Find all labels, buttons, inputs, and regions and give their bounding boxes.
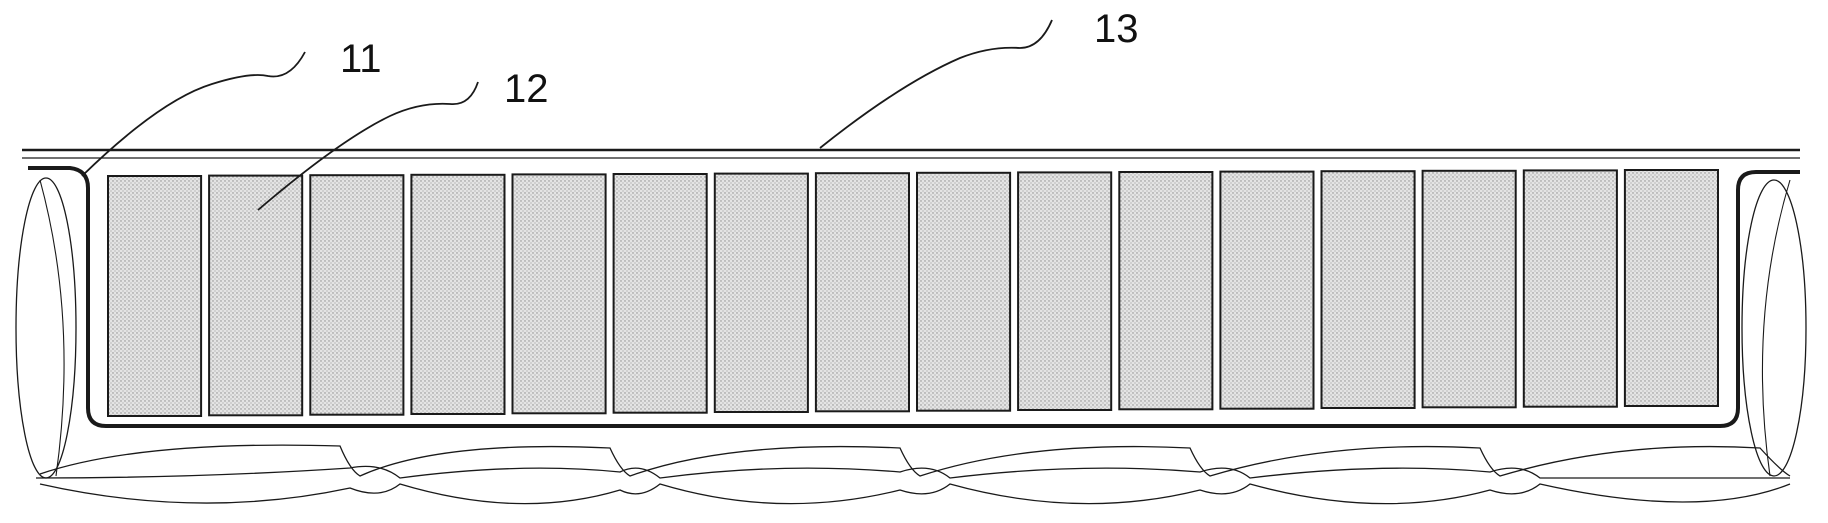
battery-cell	[713, 172, 809, 413]
battery-cells	[107, 169, 1720, 417]
left-end-cushion-inner	[39, 179, 65, 477]
battery-cell	[814, 172, 911, 413]
label-12: 12	[504, 67, 549, 111]
battery-cell	[612, 173, 708, 414]
battery-cell	[309, 174, 405, 416]
battery-cell	[1421, 169, 1517, 409]
battery-cell	[1320, 170, 1416, 409]
label-13: 13	[1094, 7, 1139, 51]
leader-line-12	[257, 81, 479, 211]
battery-cell	[916, 171, 1012, 412]
battery-cell	[1219, 170, 1315, 410]
battery-cell	[511, 173, 607, 415]
battery-cell	[107, 175, 203, 417]
label-11: 11	[340, 37, 382, 81]
battery-cell	[1522, 169, 1618, 408]
outer-bag-upper-wave	[39, 444, 1791, 477]
left-end-cushion	[15, 177, 77, 479]
leader-line-13	[819, 19, 1053, 149]
battery-cell	[1017, 171, 1113, 411]
right-end-cushion	[1741, 179, 1807, 477]
housing-tray	[28, 166, 1800, 428]
battery-cell	[1118, 171, 1214, 411]
battery-cell	[208, 174, 304, 417]
outer-bag-lower-wave	[39, 483, 1791, 505]
leader-line-11	[81, 51, 306, 177]
right-end-cushion-inner	[1761, 179, 1791, 477]
battery-cell	[410, 173, 506, 415]
battery-cell	[1623, 169, 1720, 407]
